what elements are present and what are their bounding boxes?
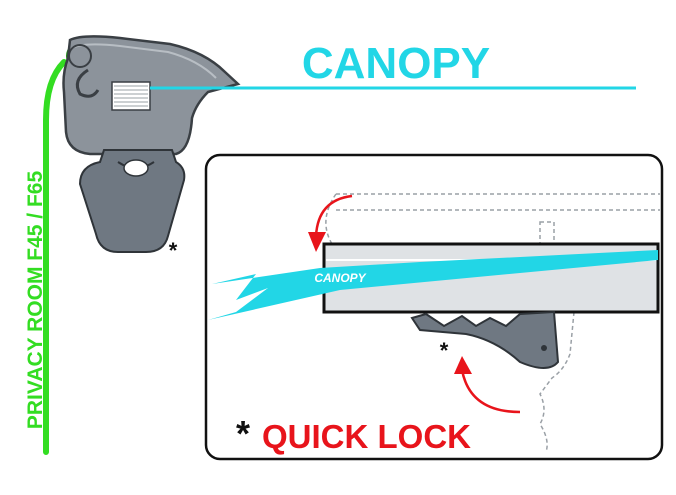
privacy-room-label: PRIVACY ROOM F45 / F65 (24, 171, 47, 430)
canopy-inset-label: CANOPY (314, 271, 366, 285)
awning-profile (62, 35, 241, 156)
inset-panel: CANOPY * * QUICK LOCK (204, 153, 664, 461)
rotation-arrow-bottom (460, 369, 521, 414)
asterisk-marker-inset: * (440, 338, 449, 363)
asterisk-marker-clip: * (169, 238, 178, 263)
legend-asterisk: * (236, 413, 250, 454)
quick-lock-label: QUICK LOCK (262, 418, 471, 455)
quick-lock-clip (78, 149, 186, 253)
rotation-arrow-top (314, 194, 353, 237)
canopy-label: CANOPY (302, 39, 490, 88)
